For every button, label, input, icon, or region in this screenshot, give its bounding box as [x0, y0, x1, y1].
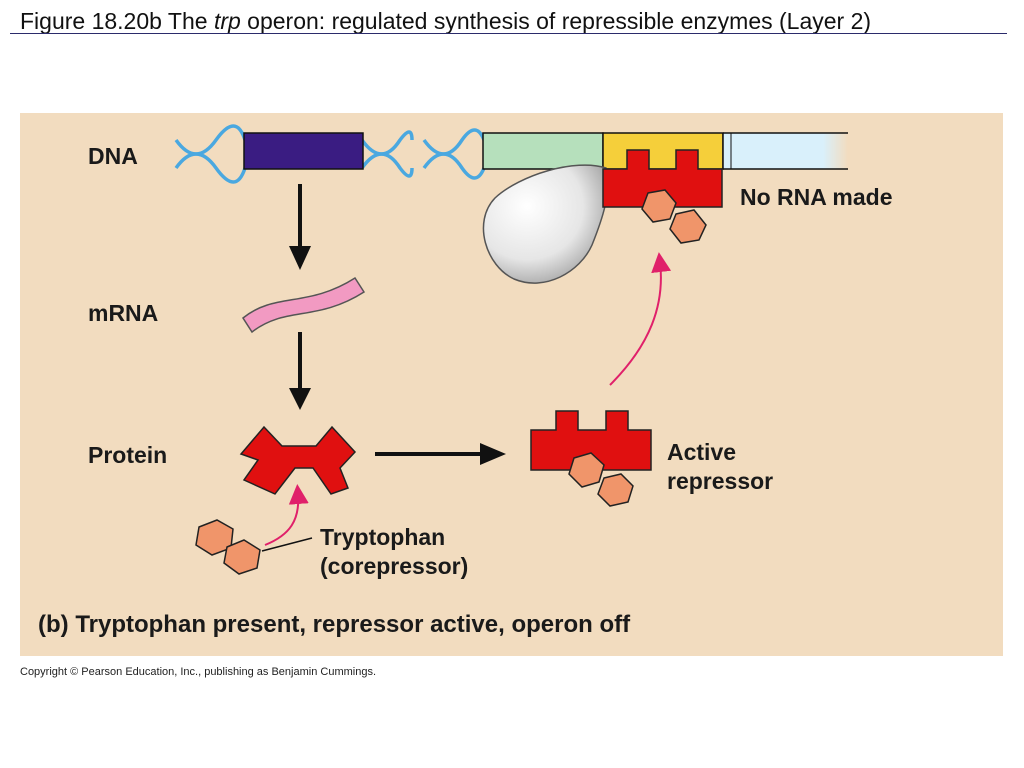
bound-tryptophan-a	[641, 189, 677, 223]
label-protein: Protein	[88, 442, 167, 468]
label-repressor: repressor	[667, 468, 773, 494]
promoter-region	[482, 132, 604, 170]
tryptophan-leader-line	[261, 537, 313, 552]
bound-repressor	[602, 149, 723, 208]
arrow-activation	[375, 443, 506, 465]
operon-genes-region	[723, 133, 848, 169]
regulatory-gene-trpR	[243, 132, 364, 170]
rna-polymerase-shape	[482, 164, 609, 284]
title-prefix: Figure 18.20b The	[20, 8, 214, 34]
dna-helix-middle	[360, 128, 486, 180]
panel-caption: (b) Tryptophan present, repressor active…	[38, 611, 631, 638]
active-tryptophan-b	[597, 473, 634, 507]
inactive-repressor	[239, 425, 357, 495]
bound-tryptophan-b	[669, 209, 707, 244]
figure-title: Figure 18.20b The trp operon: regulated …	[20, 8, 871, 35]
operator-region	[602, 132, 724, 170]
free-tryptophan-b	[223, 539, 261, 575]
label-dna: DNA	[88, 143, 138, 169]
title-suffix: operon: regulated synthesis of repressib…	[240, 8, 872, 34]
label-tryptophan: Tryptophan	[320, 524, 445, 550]
active-tryptophan-a	[568, 452, 605, 488]
arrow-trp-to-repressor	[264, 484, 309, 546]
label-active: Active	[667, 439, 736, 465]
arrow-dna-to-mrna	[289, 184, 311, 270]
dna-helix-left	[174, 124, 247, 184]
label-mrna: mRNA	[88, 300, 158, 326]
label-corepressor: (corepressor)	[320, 553, 468, 579]
label-no-rna-made: No RNA made	[740, 184, 893, 210]
mrna-strand	[242, 276, 366, 334]
active-repressor	[530, 410, 652, 471]
title-italic-trp: trp	[213, 8, 241, 34]
arrow-mrna-to-protein	[289, 332, 311, 410]
title-underline	[10, 33, 1007, 34]
arrow-repressor-to-operator	[609, 252, 672, 386]
copyright-notice: Copyright © Pearson Education, Inc., pub…	[20, 666, 377, 678]
